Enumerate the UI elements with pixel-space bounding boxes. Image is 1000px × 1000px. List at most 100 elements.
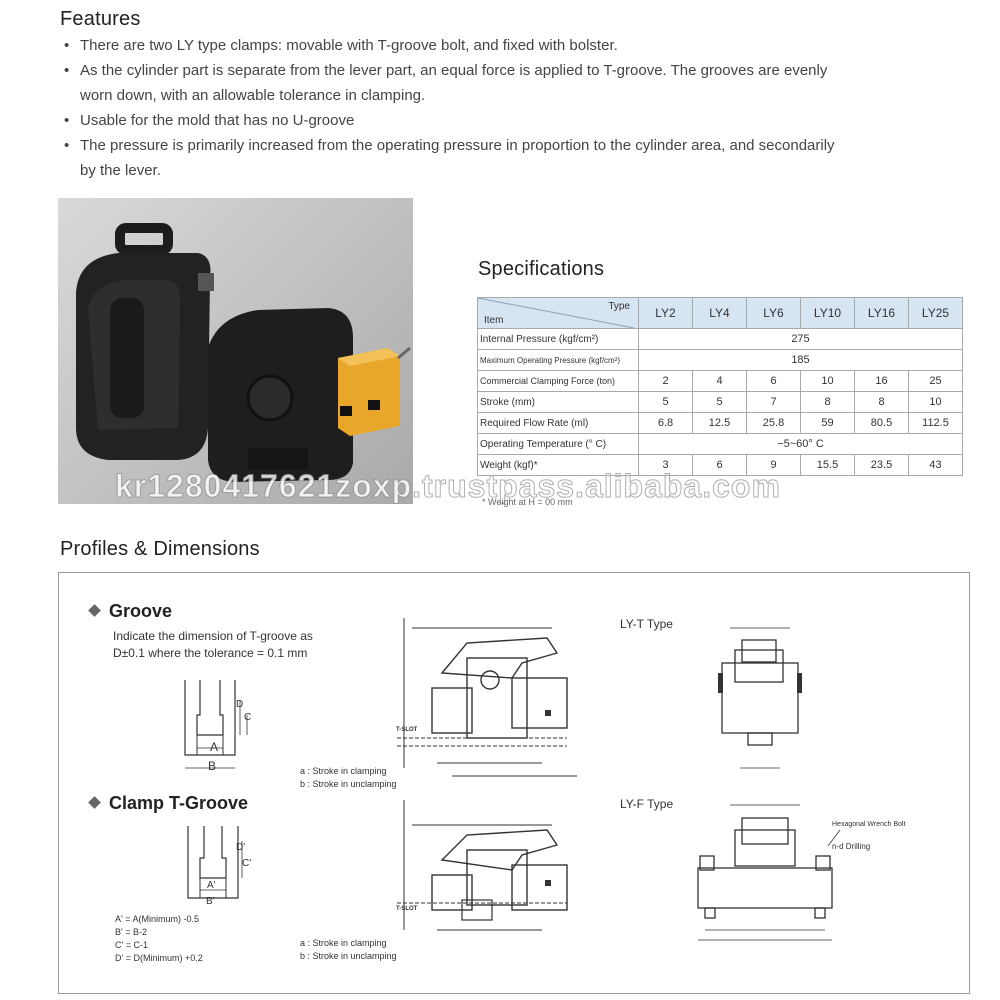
type-header: LY2 [638, 297, 693, 329]
type-item-header: Type Item [477, 297, 639, 329]
tslot-label: T-SLOT [396, 906, 418, 912]
specifications-table: Type Item LY2 LY4 LY6 LY10 LY16 LY25 Int… [477, 297, 963, 476]
stroke-note: a : Stroke in clamping [300, 938, 387, 948]
table-row: Internal Pressure (kgf/cm²) 275 [477, 328, 963, 350]
cell: 10 [800, 370, 855, 392]
groove-section-drawing [184, 680, 248, 769]
type-header: LY4 [692, 297, 747, 329]
spec-footnote: * Weight at H = 00 mm [482, 497, 573, 507]
dim-label-b: B [208, 759, 217, 773]
type-header: LY16 [854, 297, 909, 329]
ly-f-type-label: LY-F Type [620, 797, 674, 811]
row-merged-value: −5~60° C [638, 433, 963, 455]
cell: 7 [746, 391, 801, 413]
cell: 5 [692, 391, 747, 413]
formula-line: D' = D(Minimum) +0.2 [115, 953, 203, 963]
hex-bolt-label: Hexagonal Wrench Bolt [832, 821, 906, 828]
stroke-note: b : Stroke in unclamping [300, 951, 397, 961]
header-type-label: Type [608, 301, 630, 312]
row-label: Weight (kgf)* [477, 454, 639, 476]
row-label: Commercial Clamping Force (ton) [477, 370, 639, 392]
row-label: Operating Temperature (° C) [477, 433, 639, 455]
cell: 10 [908, 391, 963, 413]
clamp-formulas: A' = A(Minimum) -0.5 B' = B-2 C' = C-1 D… [115, 913, 203, 965]
type-header: LY25 [908, 297, 963, 329]
row-label: Required Flow Rate (ml) [477, 412, 639, 434]
cell: 8 [854, 391, 909, 413]
stroke-notes-top: a : Stroke in clamping b : Stroke in unc… [300, 765, 397, 791]
diamond-bullet-icon [88, 796, 101, 809]
groove-desc-line: Indicate the dimension of T-groove as [113, 629, 313, 643]
stroke-notes-bottom: a : Stroke in clamping b : Stroke in unc… [300, 937, 397, 963]
dim-label-d: D [236, 699, 244, 710]
cell: 59 [800, 412, 855, 434]
formula-line: B' = B-2 [115, 927, 147, 937]
profiles-title: Profiles & Dimensions [60, 538, 260, 560]
row-merged-value: 185 [638, 349, 963, 371]
row-label: Internal Pressure (kgf/cm²) [477, 328, 639, 350]
ly-f-front-view-drawing [697, 804, 841, 941]
cell: 80.5 [854, 412, 909, 434]
dim-label-c-prime: C' [242, 858, 252, 869]
tslot-label: T-SLOT [396, 727, 418, 733]
cell: 25.8 [746, 412, 801, 434]
table-row: Stroke (mm) 5 5 7 8 8 10 [477, 391, 963, 413]
cell: 6.8 [638, 412, 693, 434]
dim-label-a-prime: A' [207, 880, 216, 891]
clamp-tgroove-heading: Clamp T-Groove [88, 793, 249, 814]
diagonal-divider [478, 298, 634, 328]
ly-t-type-label: LY-T Type [620, 617, 673, 631]
cell: 16 [854, 370, 909, 392]
product-photo [58, 198, 413, 504]
row-label: Stroke (mm) [477, 391, 639, 413]
stroke-note: a : Stroke in clamping [300, 766, 387, 776]
table-row: Operating Temperature (° C) −5~60° C [477, 433, 963, 455]
feature-item: The pressure is primarily increased from… [60, 133, 980, 158]
header-item-label: Item [484, 315, 504, 326]
cell: 15.5 [800, 454, 855, 476]
feature-item: Usable for the mold that has no U-groove [60, 108, 980, 133]
cell: 3 [638, 454, 693, 476]
formula-line: C' = C-1 [115, 940, 148, 950]
formula-line: A' = A(Minimum) -0.5 [115, 914, 199, 924]
cell: 5 [638, 391, 693, 413]
feature-item: As the cylinder part is separate from th… [60, 58, 980, 83]
table-header-row: Type Item LY2 LY4 LY6 LY10 LY16 LY25 [477, 297, 963, 329]
groove-description: Indicate the dimension of T-groove as D±… [113, 628, 313, 662]
cell: 6 [746, 370, 801, 392]
type-header: LY10 [800, 297, 855, 329]
row-label: Maximum Operating Pressure (kgf/cm²) [477, 349, 639, 371]
table-row: Commercial Clamping Force (ton) 2 4 6 10… [477, 370, 963, 392]
features-title: Features [60, 8, 141, 30]
dim-label-a: A [210, 740, 219, 754]
cell: 9 [746, 454, 801, 476]
feature-item: There are two LY type clamps: movable wi… [60, 33, 980, 58]
groove-heading: Groove [88, 601, 173, 622]
clamp-tgroove-title: Clamp T-Groove [109, 793, 249, 813]
cell: 43 [908, 454, 963, 476]
dimensions-panel [58, 572, 970, 994]
cell: 23.5 [854, 454, 909, 476]
cell: 112.5 [908, 412, 963, 434]
table-row: Weight (kgf)* 3 6 9 15.5 23.5 43 [477, 454, 963, 476]
side-view-drawing-top [397, 618, 577, 777]
features-list: There are two LY type clamps: movable wi… [60, 33, 980, 183]
cell: 4 [692, 370, 747, 392]
dim-label-d-prime: D' [236, 842, 246, 853]
ly-t-front-view-drawing [718, 627, 802, 769]
dim-label-c: C [244, 712, 252, 723]
clamp-groove-section-drawing [187, 826, 243, 899]
row-merged-value: 275 [638, 328, 963, 350]
clamp-photo-illustration [76, 223, 411, 482]
feature-item-continued: worn down, with an allowable tolerance i… [80, 87, 426, 104]
cell: 6 [692, 454, 747, 476]
cell: 12.5 [692, 412, 747, 434]
groove-desc-line: D±0.1 where the tolerance = 0.1 mm [113, 646, 308, 660]
drilling-label: n-d Drilling [832, 842, 871, 851]
stroke-note: b : Stroke in unclamping [300, 779, 397, 789]
cell: 25 [908, 370, 963, 392]
groove-title: Groove [109, 601, 173, 621]
cell: 2 [638, 370, 693, 392]
type-header: LY6 [746, 297, 801, 329]
table-row: Maximum Operating Pressure (kgf/cm²) 185 [477, 349, 963, 371]
